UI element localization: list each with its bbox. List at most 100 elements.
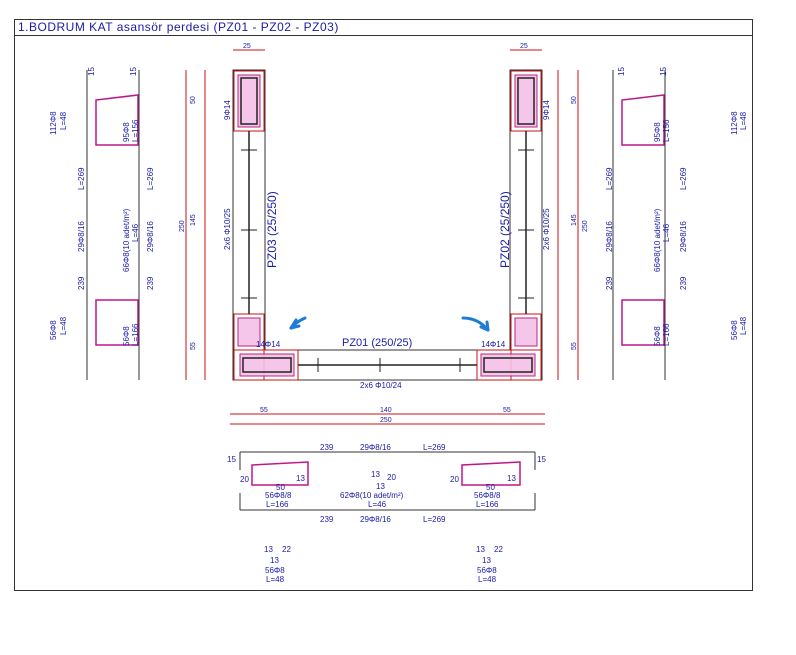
dim-top-right: 25: [520, 43, 528, 50]
corner-rebar-bars: [240, 77, 535, 373]
side-left-112: 112Φ8: [49, 111, 58, 135]
wall-outline: [232, 69, 543, 381]
rebar-label-pz01-web: 2x6 Φ10/24: [360, 381, 402, 390]
side-left-L48a: L=48: [59, 111, 68, 130]
drawing-title: 1.BODRUM KAT asansör perdesi (PZ01 - PZ0…: [18, 20, 339, 34]
dim-bottom-55-right: 55: [503, 407, 511, 414]
side-left-L269a: L=269: [77, 167, 86, 190]
bottom-stirrup-frame: [239, 451, 536, 511]
side-left-29b: 29Φ8/16: [146, 221, 155, 252]
side-left-15-top2: 15: [129, 67, 138, 76]
side-left-L269b: L=269: [146, 167, 155, 190]
tie-13-right: 13: [476, 545, 485, 554]
stirrup-L269-bottom: L=269: [423, 515, 446, 524]
annotation-arrow-left-icon: [289, 316, 307, 330]
side-left-95: 95Φ8: [122, 122, 131, 142]
side-right-239b: 239: [679, 276, 688, 290]
side-left-66: 66Φ8(10 adet/m²): [122, 208, 131, 272]
stirrup-13-mid2: 13: [376, 482, 385, 491]
stirrup-L46-mid: L=46: [368, 500, 387, 509]
side-right-15-top: 15: [617, 67, 626, 76]
title-bar: 1.BODRUM KAT asansör perdesi (PZ01 - PZ0…: [14, 19, 753, 36]
side-left-56-lower: 56Φ8: [122, 326, 131, 346]
drawing-frame: [14, 19, 753, 591]
side-left-15-top: 15: [87, 67, 96, 76]
stirrup-29-top: 29Φ8/16: [360, 443, 391, 452]
dim-bottom-250: 250: [380, 417, 392, 424]
side-stirrup-frames: [86, 70, 666, 380]
side-left-L166: L=166: [131, 323, 140, 346]
wall-label-pz02: PZ02 (25/250): [498, 191, 512, 268]
dimension-lines: [185, 49, 579, 425]
side-left-L46: L=46: [131, 223, 140, 242]
stirrup-50-right: 50: [486, 483, 495, 492]
side-right-56: 56Φ8: [730, 320, 739, 340]
side-left-239a: 239: [77, 276, 86, 290]
dim-right-250: 250: [582, 220, 589, 232]
side-right-95: 95Φ8: [653, 122, 662, 142]
annotation-arrow-right-icon: [461, 316, 490, 332]
dim-left-145: 145: [190, 214, 197, 226]
corner-rebar-inner: [237, 74, 538, 377]
stirrup-239-top: 239: [320, 443, 334, 452]
stirrup-20-right: 20: [450, 475, 459, 484]
bottom-stirrup-shapes: [251, 461, 521, 486]
corner-rebar-zones: [233, 70, 542, 381]
side-left-239b: 239: [146, 276, 155, 290]
side-right-56-lower: 56Φ8: [653, 326, 662, 346]
dim-right-145: 145: [571, 214, 578, 226]
dim-top-left: 25: [243, 43, 251, 50]
rebar-label-corner-right: 9Φ14: [542, 100, 551, 120]
side-right-L46: L=46: [662, 223, 671, 242]
stirrup-62-mid: 62Φ8(10 adet/m²): [340, 491, 404, 500]
dim-bottom-55-left: 55: [260, 407, 268, 414]
side-right-29a: 29Φ8/16: [605, 221, 614, 252]
side-left-56: 56Φ8: [49, 320, 58, 340]
side-left-L48b: L=48: [59, 316, 68, 335]
tie-13b-right: 13: [482, 556, 491, 565]
side-right-L48a: L=48: [739, 111, 748, 130]
tie-13b-left: 13: [270, 556, 279, 565]
dim-left-50: 50: [190, 96, 197, 104]
stirrup-15-left: 15: [227, 455, 236, 464]
side-stirrup-shapes: [95, 94, 665, 346]
stirrup-15-right: 15: [537, 455, 546, 464]
stirrup-20-left: 20: [240, 475, 249, 484]
wall-label-pz03: PZ03 (25/250): [265, 191, 279, 268]
side-right-239a: 239: [605, 276, 614, 290]
rebar-label-bottom-left: 14Φ14: [256, 340, 281, 349]
stirrup-20-mid: 20: [387, 473, 396, 482]
dim-left-55: 55: [190, 342, 197, 350]
stirrup-56-left: 56Φ8/8: [265, 491, 292, 500]
stirrup-29-bottom: 29Φ8/16: [360, 515, 391, 524]
stirrup-239-bottom: 239: [320, 515, 334, 524]
tie-56-left: 56Φ8: [265, 566, 285, 575]
tie-22-left: 22: [282, 545, 291, 554]
side-right-L269b: L=269: [679, 167, 688, 190]
stirrup-L166-right: L=166: [476, 500, 499, 509]
side-right-66: 66Φ8(10 adet/m²): [653, 208, 662, 272]
stirrup-13-right: 13: [507, 474, 516, 483]
rebar-label-pz02-web: 2x6 Φ10/25: [542, 208, 551, 250]
wall-label-pz01: PZ01 (250/25): [342, 337, 412, 349]
tie-L48-left: L=48: [266, 575, 285, 584]
stirrup-L166-left: L=166: [266, 500, 289, 509]
tie-22-right: 22: [494, 545, 503, 554]
side-right-L166: L=166: [662, 323, 671, 346]
side-right-L269a: L=269: [605, 167, 614, 190]
dim-right-50: 50: [571, 96, 578, 104]
dim-left-250: 250: [179, 220, 186, 232]
stirrup-13-left: 13: [296, 474, 305, 483]
side-left-L156: L=156: [131, 119, 140, 142]
web-stirrups: [241, 149, 534, 372]
side-left-29a: 29Φ8/16: [77, 221, 86, 252]
stirrup-56-right: 56Φ8/8: [474, 491, 501, 500]
side-right-15-top2: 15: [659, 67, 668, 76]
tie-56-right: 56Φ8: [477, 566, 497, 575]
side-right-29b: 29Φ8/16: [679, 221, 688, 252]
side-right-L48b: L=48: [739, 316, 748, 335]
stirrup-13-mid: 13: [371, 470, 380, 479]
rebar-label-pz03-web: 2x6 Φ10/25: [223, 208, 232, 250]
rebar-label-bottom-right: 14Φ14: [481, 340, 506, 349]
